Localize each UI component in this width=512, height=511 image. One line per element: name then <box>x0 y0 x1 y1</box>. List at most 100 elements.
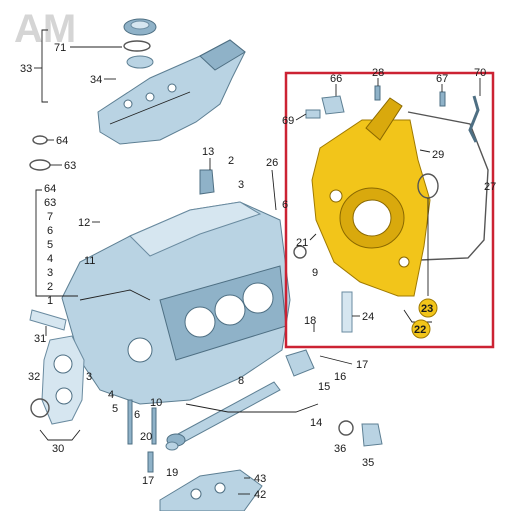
label-3b: 3 <box>86 371 92 383</box>
housing-arm <box>199 39 246 71</box>
ring-64 <box>32 135 48 145</box>
block-top-deck <box>129 201 262 257</box>
cylinder-bore-1 <box>184 306 216 338</box>
lead-21 <box>309 233 317 241</box>
flange-cap-top <box>130 20 150 30</box>
label-71: 71 <box>54 42 66 54</box>
highlight-frame <box>284 71 495 349</box>
nut-19 <box>165 441 179 451</box>
plug-35 <box>361 423 383 447</box>
label-26: 26 <box>266 157 278 169</box>
label-5: 5 <box>47 239 53 251</box>
watermark-logo: AM <box>14 7 76 51</box>
pipe-70 <box>468 95 480 143</box>
washer-36 <box>338 420 354 436</box>
label-42: 42 <box>254 489 266 501</box>
label-67: 67 <box>436 73 448 85</box>
label-17: 17 <box>356 359 368 371</box>
cylinder-bore-2 <box>214 294 246 326</box>
label-18: 18 <box>304 315 316 327</box>
cover-30 <box>41 335 85 425</box>
housing-hole-2 <box>145 92 155 102</box>
timing-case-cover-22 <box>311 97 431 297</box>
part-24 <box>341 291 353 333</box>
cover-neck <box>365 97 403 141</box>
label-34: 34 <box>90 74 102 86</box>
oil-pan-lower <box>159 469 263 511</box>
label-5b: 5 <box>112 403 118 415</box>
pan-body <box>159 469 263 511</box>
front-cover-left <box>30 335 85 425</box>
callout-labels: 71 33 34 64 63 64 63 7 6 5 4 3 2 1 12 11… <box>20 42 496 501</box>
bracket-30 <box>39 429 81 441</box>
bolt-67 <box>439 91 446 107</box>
housing-ridge <box>109 91 191 125</box>
seal-ring-30 <box>30 398 50 418</box>
label-27: 27 <box>484 181 496 193</box>
label-4b: 4 <box>108 389 114 401</box>
bolt-20 <box>147 451 154 473</box>
lead-26 <box>271 169 277 211</box>
label-64a: 64 <box>56 135 68 147</box>
label-11: 11 <box>84 255 95 267</box>
block-edge <box>79 289 151 301</box>
pan-hole-2 <box>214 482 226 494</box>
lead-29 <box>419 149 431 153</box>
label-63b: 63 <box>44 197 56 209</box>
flange-ring <box>126 55 154 69</box>
label-24: 24 <box>362 311 374 323</box>
label-13: 13 <box>202 146 214 158</box>
label-19: 19 <box>166 467 178 479</box>
bracket-14 <box>185 403 319 413</box>
badge-22 <box>411 319 431 339</box>
label-9: 9 <box>312 267 318 279</box>
bolt-6 <box>151 407 157 445</box>
label-8: 8 <box>238 375 244 387</box>
part-69 <box>305 109 321 119</box>
label-14: 14 <box>310 417 322 429</box>
label-15: 15 <box>318 381 330 393</box>
tensioner-15 <box>285 349 315 377</box>
watermark-text: AM <box>14 7 76 51</box>
label-1: 1 <box>47 295 53 307</box>
label-6c: 6 <box>134 409 140 421</box>
label-33: 33 <box>20 63 32 75</box>
top-housing <box>97 39 246 145</box>
label-6: 6 <box>47 225 53 237</box>
label-70: 70 <box>474 67 486 79</box>
label-29: 29 <box>432 149 444 161</box>
label-28: 28 <box>372 67 384 79</box>
ring-63 <box>29 159 51 171</box>
bolt-28 <box>374 85 381 101</box>
cover-center-bore <box>352 199 392 237</box>
label-2: 2 <box>47 281 53 293</box>
leader-lines <box>34 29 481 495</box>
badge-23 <box>418 298 438 318</box>
ring-9 <box>293 245 307 259</box>
cover-hole-a <box>329 189 343 203</box>
front-bore <box>127 337 153 363</box>
label-63a: 63 <box>64 160 76 172</box>
coolant-flange-group <box>123 18 157 69</box>
plug-13 <box>199 169 215 195</box>
bracket-33 <box>41 29 48 103</box>
bolt-5 <box>127 399 133 445</box>
label-4: 4 <box>47 253 53 265</box>
label-32: 32 <box>28 371 40 383</box>
part-31 <box>29 309 67 331</box>
label-3c: 3 <box>238 179 244 191</box>
label-17b: 17 <box>142 475 154 487</box>
label-21: 21 <box>296 237 308 249</box>
engine-block <box>61 201 291 405</box>
label-7: 7 <box>47 211 53 223</box>
housing-hole-3 <box>167 83 177 93</box>
label-20: 20 <box>140 431 152 443</box>
label-3: 3 <box>47 267 53 279</box>
label-16: 16 <box>334 371 346 383</box>
label-66: 66 <box>330 73 342 85</box>
cover-hole-b <box>398 256 410 268</box>
lead-69 <box>295 113 307 121</box>
label-12: 12 <box>78 217 90 229</box>
cover-hole-1 <box>53 354 73 374</box>
